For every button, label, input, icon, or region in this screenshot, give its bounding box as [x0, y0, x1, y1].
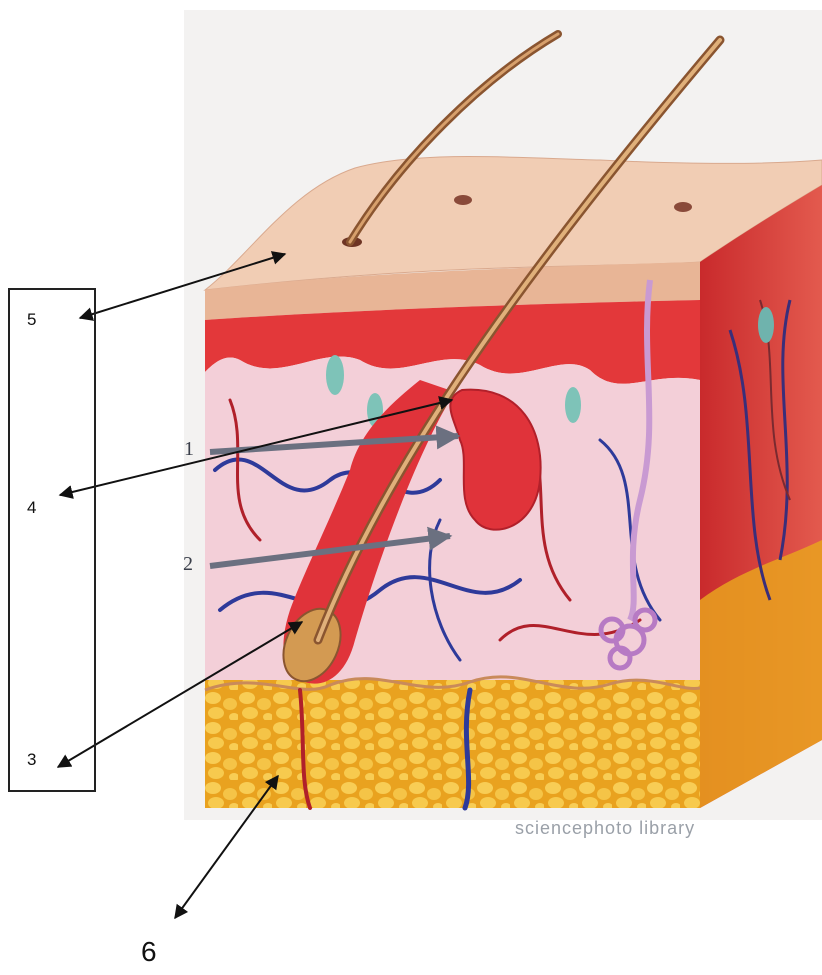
label-6: 6	[141, 936, 157, 968]
label-5: 5	[27, 310, 36, 330]
label-3: 3	[27, 750, 36, 770]
label-4: 4	[27, 498, 36, 518]
label-2: 2	[183, 553, 193, 576]
watermark-text: sciencephoto library	[515, 818, 695, 838]
label-1: 1	[184, 438, 194, 461]
label-box	[8, 288, 96, 792]
subcutaneous-fat	[205, 680, 700, 808]
